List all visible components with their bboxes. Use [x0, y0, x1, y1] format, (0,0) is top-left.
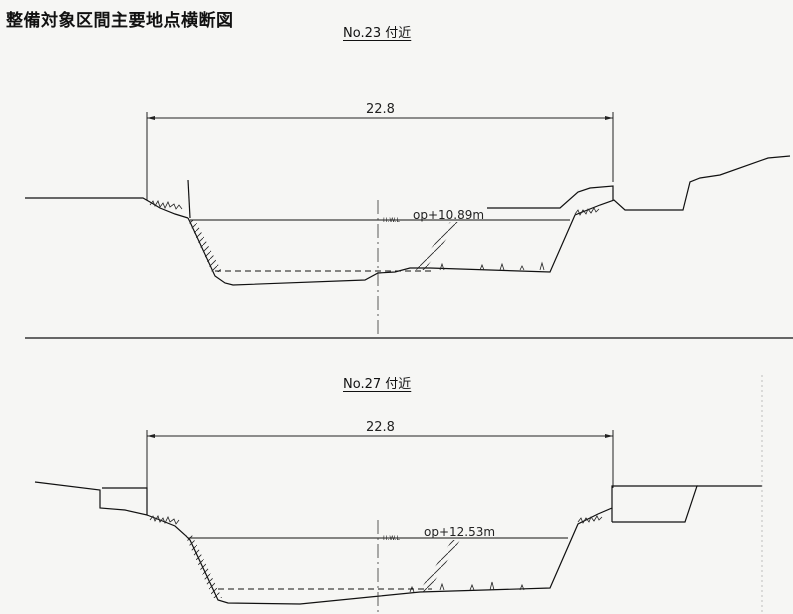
water-level-label: op+10.89m [413, 208, 484, 222]
revetment-left [185, 535, 222, 598]
vegetation [149, 200, 600, 271]
revetment-left [188, 220, 222, 272]
width-dimension-text: 22.8 [366, 102, 395, 117]
page-title: 整備対象区間主要地点横断図 [6, 11, 234, 31]
width-dimension [146, 430, 614, 515]
width-dimension [146, 112, 614, 200]
hwl-label: H.W.L [383, 535, 400, 542]
section-no27: 22.8 H.W.L op+12.53m [34, 375, 763, 614]
ground-profile [34, 481, 762, 605]
revetment-right [419, 540, 460, 592]
hwl-label: H.W.L [383, 217, 400, 224]
section-label-no27: No.27 付近 [343, 377, 412, 392]
section-no23: 22.8 H.W.L op+10.89m [25, 102, 791, 335]
section-label-no23: No.23 付近 [343, 26, 412, 41]
water-level-label: op+12.53m [424, 525, 495, 539]
revetment-right [416, 222, 458, 270]
width-dimension-text: 22.8 [366, 420, 395, 435]
vegetation [149, 515, 603, 593]
